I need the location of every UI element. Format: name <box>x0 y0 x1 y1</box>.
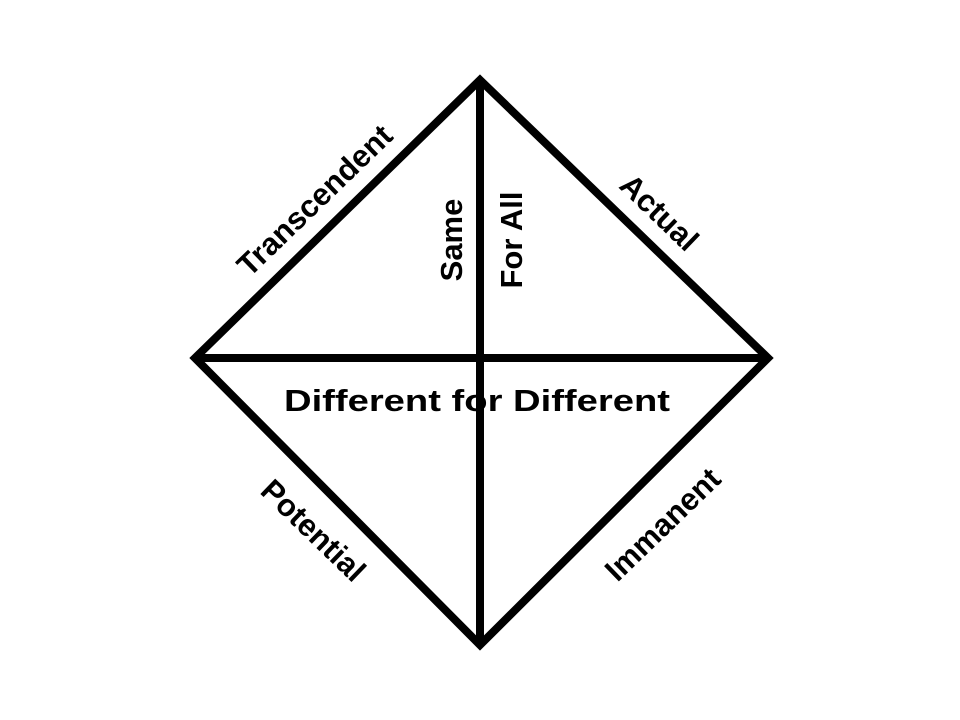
label-actual: Actual <box>613 167 705 258</box>
label-same: Same <box>434 199 469 282</box>
label-for-all: For All <box>494 191 529 288</box>
label-transcendent: Transcendent <box>230 118 399 283</box>
label-immanent: Immanent <box>598 461 728 588</box>
label-different-for-different: Different for Different <box>284 383 670 418</box>
label-potential: Potential <box>254 472 372 588</box>
